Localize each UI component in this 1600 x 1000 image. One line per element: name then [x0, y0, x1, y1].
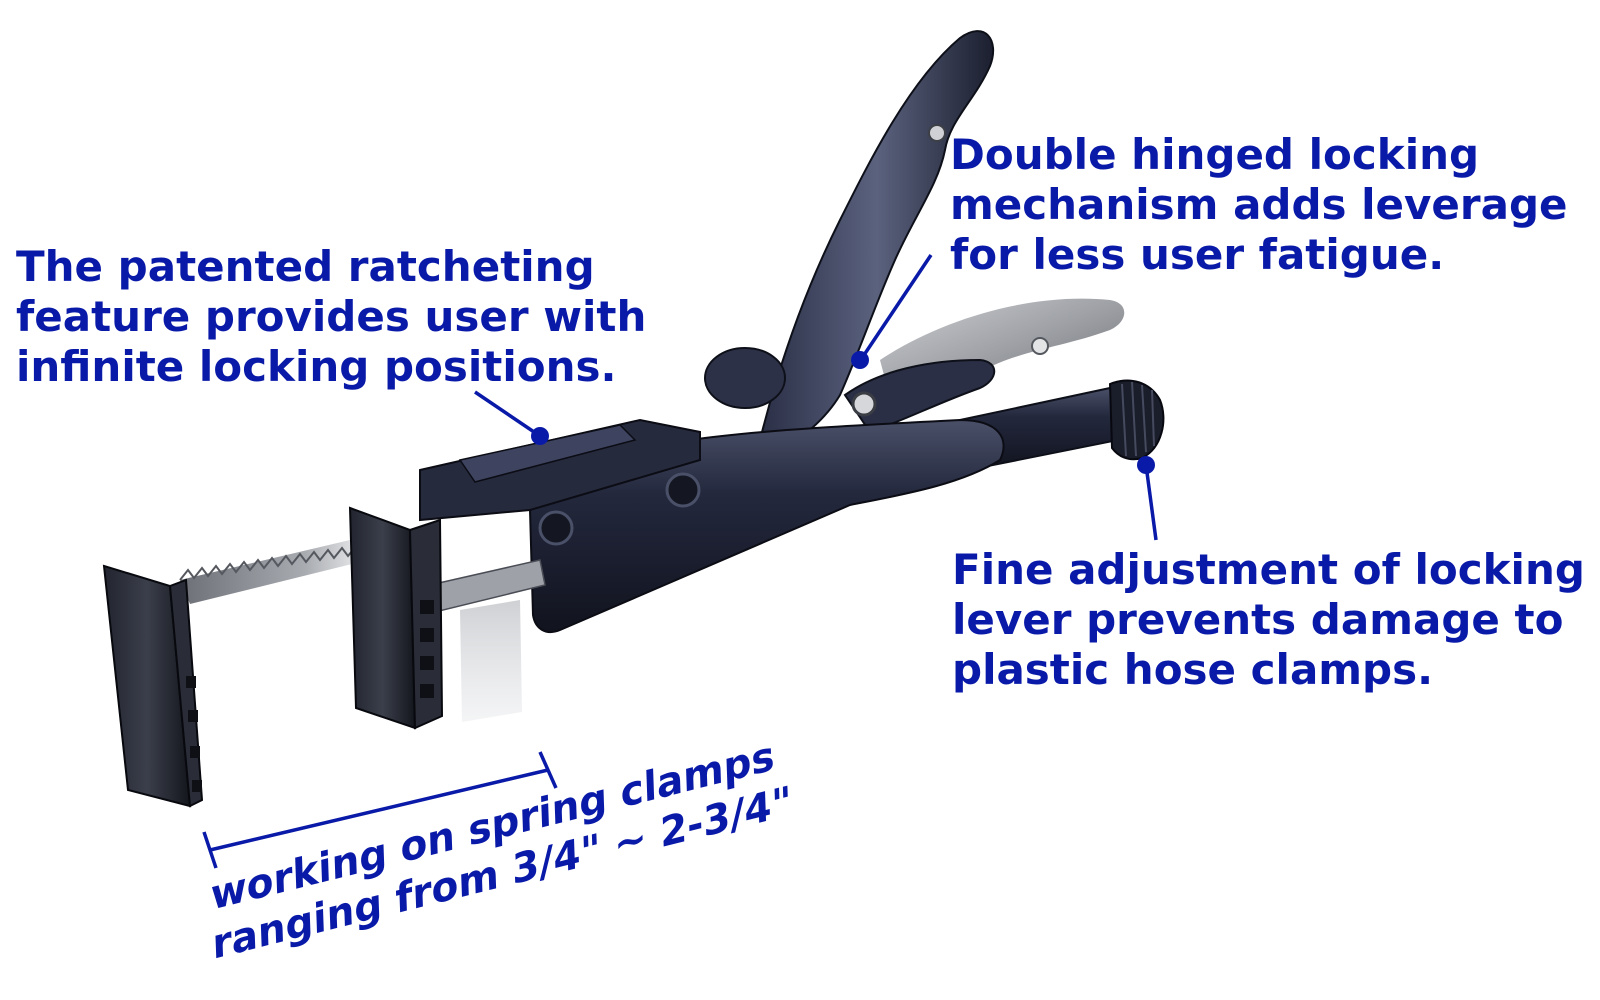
front-jaw-teeth — [420, 600, 434, 698]
slider-housing — [419, 418, 701, 522]
callout-line: lever prevents damage to — [952, 594, 1564, 644]
leader-fine — [1137, 456, 1158, 541]
callout-line: The patented ratcheting — [16, 242, 595, 291]
callout-ratcheting-feature: The patented ratcheting feature provides… — [16, 242, 646, 392]
ratchet-cover — [458, 424, 637, 483]
handle-rivet — [928, 124, 946, 142]
leader-dot — [1137, 456, 1155, 474]
leader-dot — [531, 427, 549, 445]
pivot-rivet — [851, 391, 877, 417]
callout-line: mechanism adds leverage — [950, 179, 1568, 229]
body-screw — [538, 510, 574, 546]
rack-bar — [180, 540, 360, 604]
leader-ratchet — [474, 390, 549, 445]
hinge-knuckle — [704, 347, 786, 409]
ghost-jaw — [460, 600, 522, 722]
callout-line: for less user fatigue. — [950, 229, 1445, 279]
callout-double-hinge: Double hinged locking mechanism adds lev… — [950, 130, 1568, 280]
callout-line: plastic hose clamps. — [952, 644, 1434, 694]
callout-fine-adjustment: Fine adjustment of locking lever prevent… — [952, 545, 1585, 695]
body-screw — [665, 472, 701, 508]
range-dimension-line — [202, 751, 558, 869]
locking-lever — [843, 358, 996, 434]
callout-line: Double hinged locking — [950, 130, 1480, 179]
front-jaw-face — [408, 518, 444, 730]
leader-hinge — [851, 254, 933, 369]
callout-line: Fine adjustment of locking — [952, 545, 1585, 594]
adjust-knob — [1108, 379, 1165, 461]
lever-rivet — [1031, 337, 1049, 355]
callout-line: feature provides user with — [16, 291, 647, 341]
rear-jaw-teeth — [186, 676, 202, 792]
leader-dot — [851, 351, 869, 369]
slide-bar — [429, 559, 546, 613]
knob-knurling — [1121, 381, 1155, 457]
front-jaw — [348, 506, 417, 730]
callout-line: infinite locking positions. — [16, 341, 617, 391]
